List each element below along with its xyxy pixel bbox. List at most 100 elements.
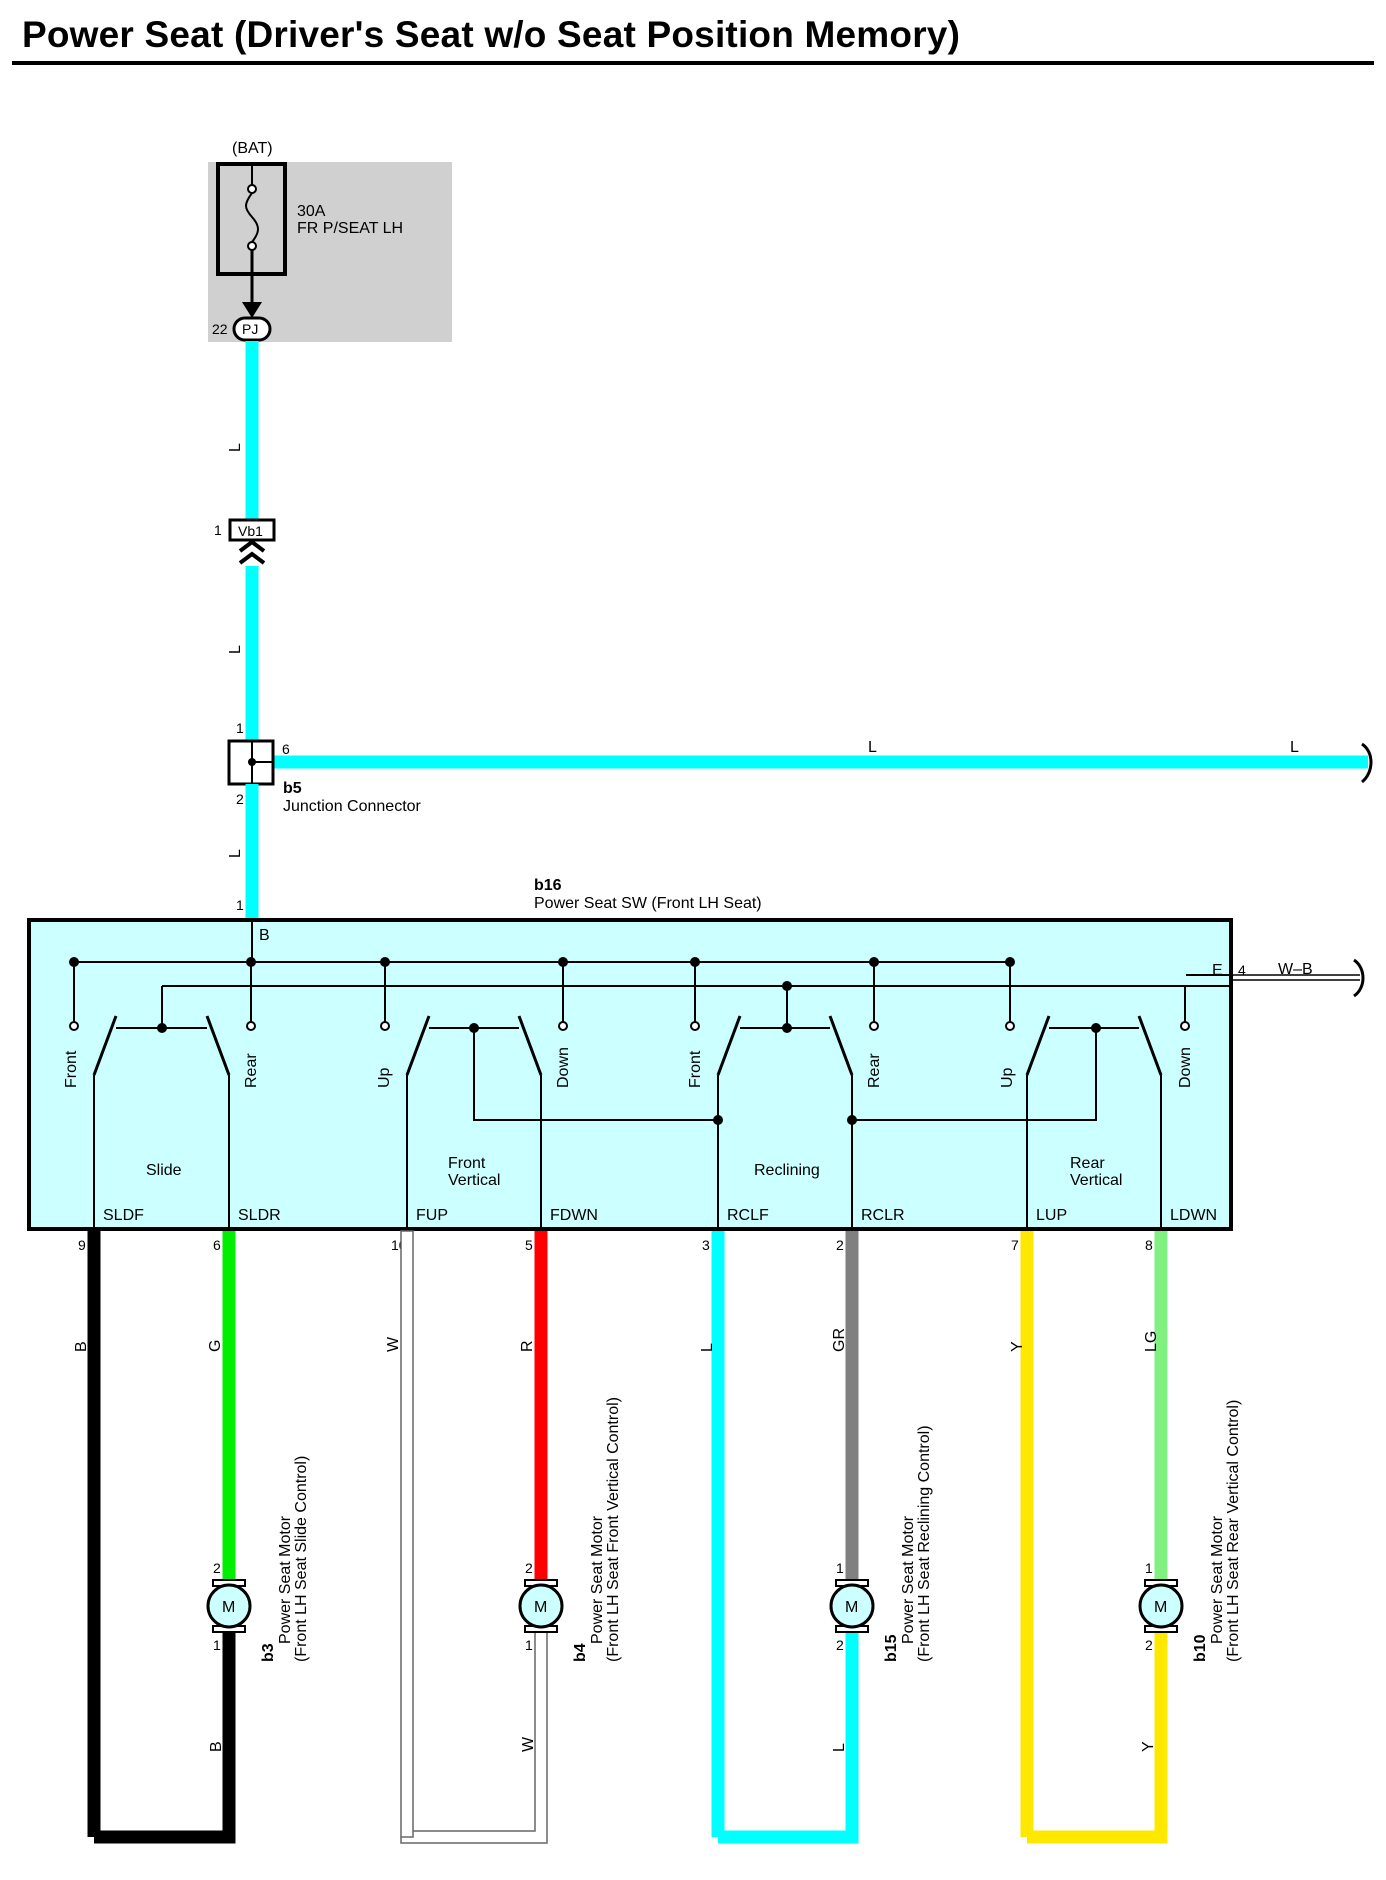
power-source-label: (BAT) (232, 140, 273, 157)
switch-contact (1180, 1021, 1190, 1031)
switch-bus-node (380, 957, 390, 967)
motor-name-label: Power Seat Motor (900, 1515, 917, 1644)
pj-connector (232, 316, 272, 342)
wire-color-label: LG (1143, 1331, 1160, 1352)
switch-position-label: Rear (243, 1053, 260, 1088)
junction-pin-top: 1 (236, 720, 244, 736)
switch-pin-label: 9 (78, 1237, 86, 1253)
switch-terminal-label: RCLF (727, 1207, 769, 1224)
switch-b-pin-label: 1 (236, 897, 244, 913)
motor-detail-label: (Front LH Seat Rear Vertical Control) (1225, 1400, 1242, 1662)
motor-icon (829, 1583, 875, 1629)
feed-wire-color-label-2: L (227, 645, 244, 654)
motor-symbol-label: M (222, 1599, 235, 1616)
switch-terminal-label: SLDF (103, 1207, 144, 1224)
fuse-name-label: FR P/SEAT LH (297, 220, 403, 237)
switch-terminal-label: LDWN (1170, 1207, 1217, 1224)
motor-return-wire (718, 1626, 859, 1844)
switch-group-label: Vertical (1070, 1172, 1122, 1189)
switch-bus-node (246, 957, 256, 967)
switch-common-node (157, 1023, 167, 1033)
wire-color-label: Y (1140, 1741, 1157, 1752)
switch-position-label: Up (999, 1067, 1016, 1088)
motor-pin-label: 1 (836, 1560, 844, 1576)
motor-code-label: b4 (572, 1643, 589, 1662)
motor-code-label: b15 (883, 1634, 900, 1662)
pj-connector-label: PJ (242, 321, 258, 337)
switch-name-label: Power Seat SW (Front LH Seat) (534, 895, 762, 912)
switch-bus-node (1005, 957, 1015, 967)
branch-wire-color-label-1: L (868, 739, 877, 756)
switch-cross-node (713, 1115, 723, 1125)
switch-contact (380, 1021, 390, 1031)
motor-pin-label: 2 (525, 1560, 533, 1576)
switch-bus-node (869, 957, 879, 967)
switch-b-terminal-label: B (259, 927, 270, 944)
fuse-terminal-bottom (247, 241, 257, 251)
switch-contact (246, 1021, 256, 1031)
switch-pin-label: 8 (1145, 1237, 1153, 1253)
switch-terminal-label: SLDR (238, 1207, 281, 1224)
switch-contact (69, 1021, 79, 1031)
motor-icon (206, 1583, 252, 1629)
switch-pin-label: 6 (213, 1237, 221, 1253)
motor-code-label: b10 (1192, 1634, 1209, 1662)
switch-cross-link (473, 1028, 718, 1121)
switch-bus-node (782, 981, 792, 991)
motor-detail-label: (Front LH Seat Slide Control) (293, 1456, 310, 1662)
motor-wire (400, 1230, 414, 1838)
wire-color-label: R (519, 1340, 536, 1352)
junction-name-label: Junction Connector (283, 798, 422, 815)
switch-common-node (782, 1023, 792, 1033)
switch-pin-label: 3 (702, 1237, 710, 1253)
motor-symbol-label: M (1154, 1599, 1167, 1616)
switch-blade (1025, 1015, 1051, 1076)
motor-detail-label: (Front LH Seat Reclining Control) (916, 1425, 933, 1662)
switch-position-label: Down (555, 1047, 572, 1088)
wire-color-label: L (699, 1343, 716, 1352)
switch-position-label: Front (63, 1050, 80, 1088)
switch-blade (828, 1015, 854, 1076)
switch-position-label: Front (687, 1050, 704, 1088)
switch-e-terminal-label: E (1212, 962, 1223, 979)
motor-pin-label: 2 (1145, 1637, 1153, 1653)
ground-continuation-icon (1353, 958, 1365, 998)
motor-pin-label: 1 (525, 1637, 533, 1653)
motor-pin-label: 1 (1145, 1560, 1153, 1576)
switch-position-label: Down (1177, 1047, 1194, 1088)
switch-blade (405, 1015, 431, 1076)
switch-terminal-label: LUP (1036, 1207, 1067, 1224)
motor-icon (1138, 1583, 1184, 1629)
junction-pin-bottom: 2 (236, 791, 244, 807)
switch-internals (69, 920, 1231, 1229)
fuse-element-icon (245, 192, 259, 243)
fuse-arrow-icon (242, 302, 262, 318)
motor-detail-label: (Front LH Seat Front Vertical Control) (605, 1397, 622, 1662)
motor-name-label: Power Seat Motor (1209, 1515, 1226, 1644)
motor-name-label: Power Seat Motor (277, 1515, 294, 1644)
switch-bus-node (690, 957, 700, 967)
switch-blade (517, 1015, 543, 1076)
wire-color-label: L (831, 1743, 848, 1752)
ground-wire-color-label: W–B (1278, 961, 1313, 978)
switch-terminal-label: RCLR (861, 1207, 905, 1224)
fuse-rating-label: 30A (297, 203, 326, 220)
switch-position-label: Rear (866, 1053, 883, 1088)
switch-terminal-label: FUP (416, 1207, 448, 1224)
switch-group-label: Reclining (754, 1162, 820, 1179)
switch-blade (1137, 1015, 1163, 1076)
motor-code-label: b3 (260, 1643, 277, 1662)
switch-pin-label: 7 (1011, 1237, 1019, 1253)
wire-color-label: W (385, 1336, 402, 1352)
wire-color-label: Y (1009, 1341, 1026, 1352)
vb1-chevron-icon (238, 539, 266, 565)
switch-code-label: b16 (534, 877, 562, 894)
motor-return-wire (1027, 1626, 1168, 1844)
title-underline (12, 61, 1374, 65)
motor-return-wire (400, 1626, 548, 1844)
motor-name-label: Power Seat Motor (589, 1515, 606, 1644)
switch-cross-link (852, 1028, 1097, 1121)
